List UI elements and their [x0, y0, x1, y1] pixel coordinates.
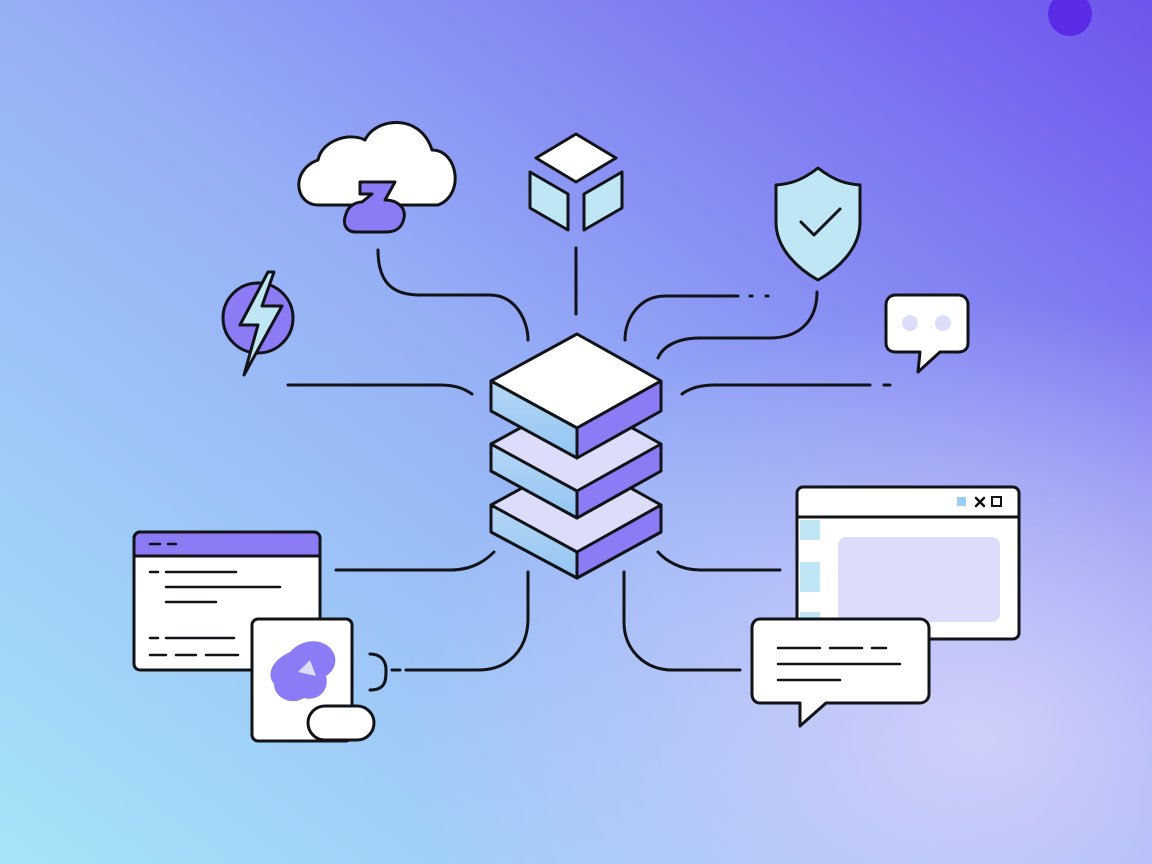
message-bubble-icon: [750, 617, 931, 728]
cloud-icon: [297, 121, 457, 234]
decorative-dot: [1048, 0, 1092, 36]
chat-bubble-icon: [884, 293, 970, 374]
connector-shield-upper: [623, 294, 740, 342]
connector-app-window: [656, 550, 782, 572]
server-stack-icon: [489, 332, 663, 580]
connector-code-window: [334, 550, 496, 572]
check-mark-icon: [799, 207, 842, 237]
window-close-icon: [974, 496, 986, 508]
connector-document: [404, 570, 530, 672]
connector-cloud: [376, 248, 530, 342]
connector-chat-small: [680, 383, 892, 396]
connector-bracket: [368, 652, 402, 692]
connector-shield-lower: [656, 290, 819, 360]
document-icon: [250, 617, 376, 743]
browser-window-icon: [795, 485, 1021, 641]
shield-check-icon: [774, 166, 862, 282]
lightning-icon: [221, 270, 295, 377]
connector-chat-large: [622, 570, 742, 672]
window-minimize-icon: [957, 497, 966, 506]
window-maximize-icon: [991, 496, 1002, 507]
cube-icon: [528, 132, 624, 232]
connector-lightning: [286, 383, 474, 396]
connector-lines: [286, 246, 892, 692]
